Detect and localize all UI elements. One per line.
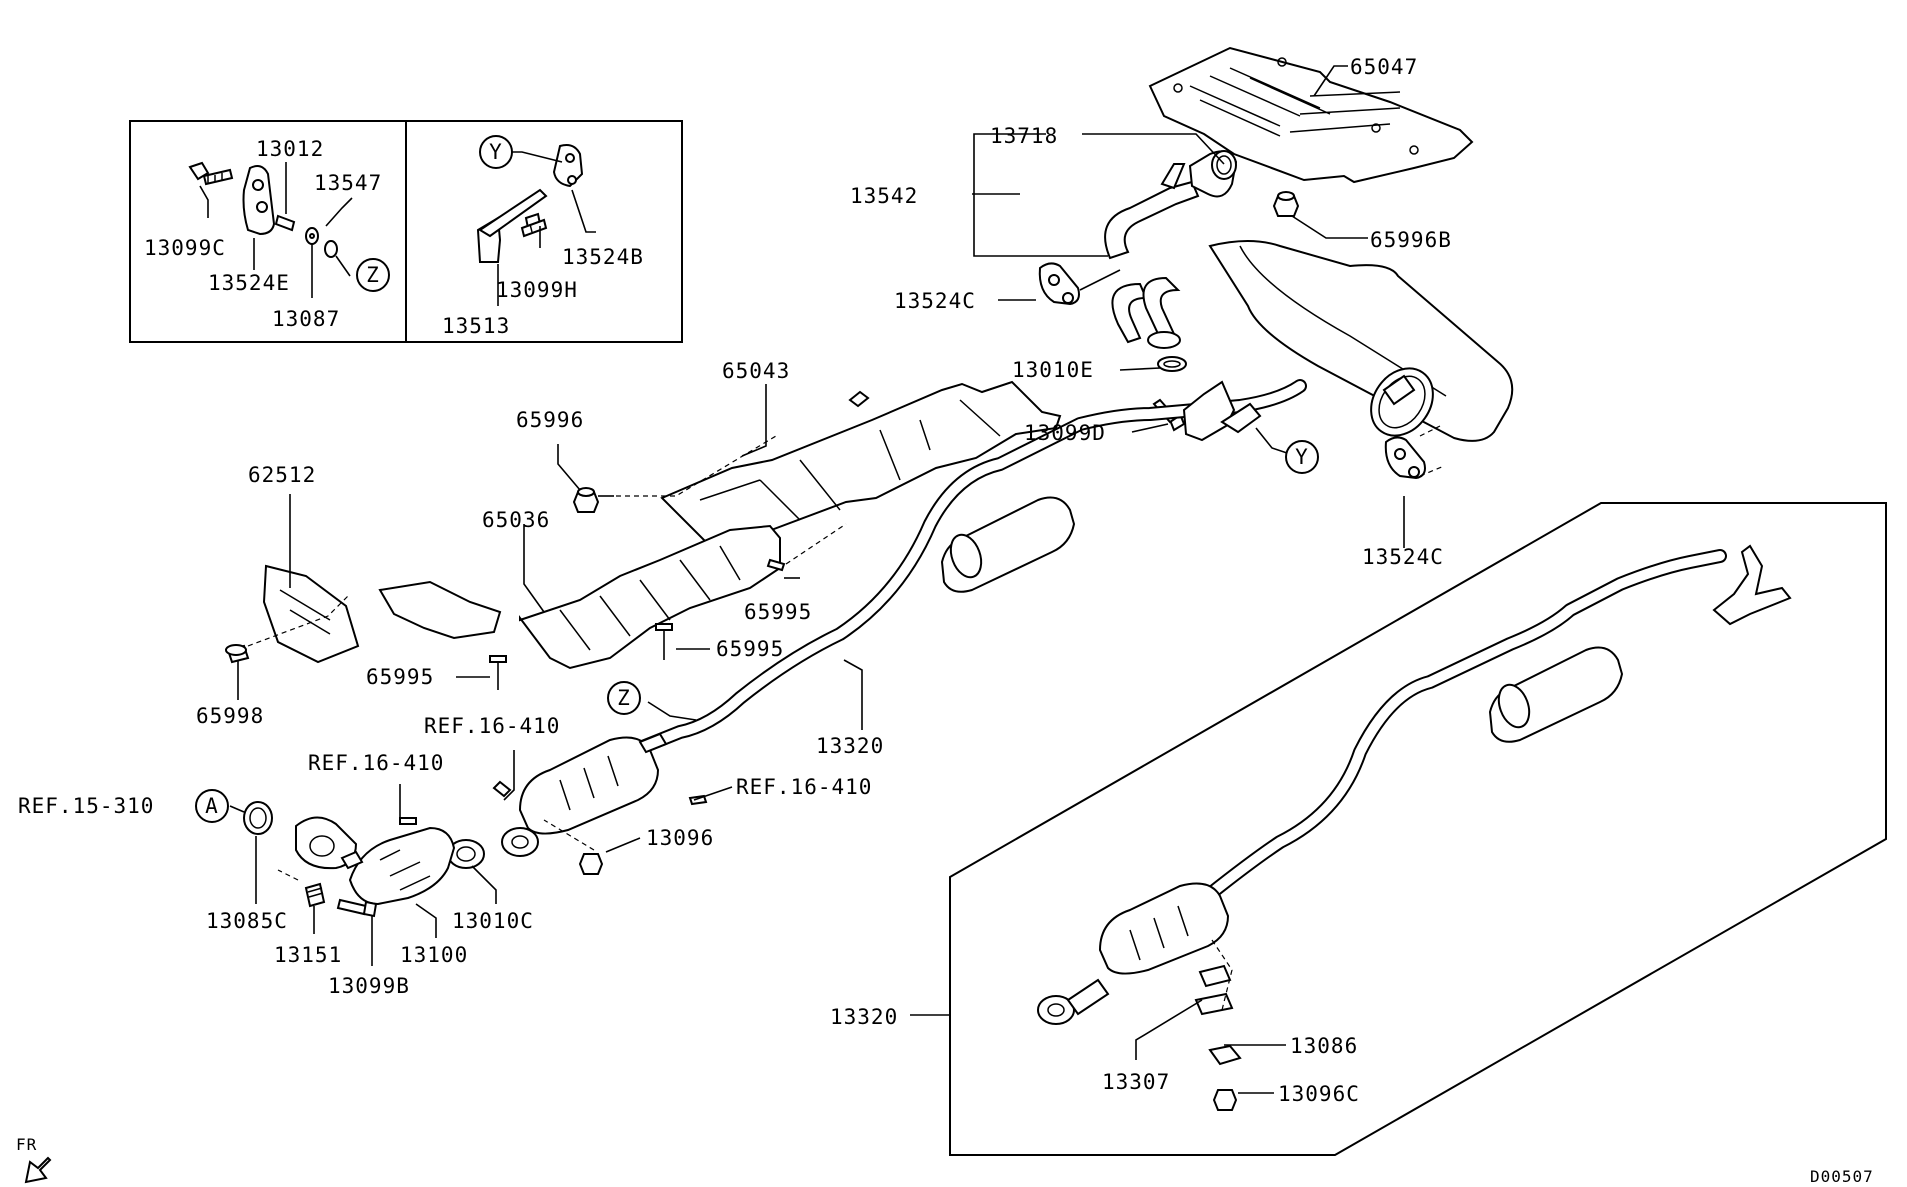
label-13099c: 13099C — [144, 236, 226, 260]
marker-a-text: A — [205, 794, 219, 818]
front-catalyst — [501, 732, 668, 857]
label-ref-15-310: REF.15-310 — [18, 794, 154, 818]
marker-z-inset-text: Z — [366, 263, 380, 287]
label-65995-right: 65995 — [744, 600, 812, 624]
label-ref-16-410-left: REF.16-410 — [308, 751, 444, 775]
label-65047: 65047 — [1350, 55, 1418, 79]
part-labels: 65047 13718 13542 65996B 13524C 13010E 1… — [18, 55, 1452, 1106]
nut-13096 — [578, 853, 604, 875]
label-13100: 13100 — [400, 943, 468, 967]
marker-a: A — [195, 789, 229, 823]
label-ref-16-410-right: REF.16-410 — [736, 775, 872, 799]
label-13547: 13547 — [314, 171, 382, 195]
drawing-code: D00507 — [1810, 1167, 1874, 1186]
label-13524c-upper: 13524C — [894, 289, 976, 313]
label-13151: 13151 — [274, 943, 342, 967]
marker-z-inset: Z — [356, 258, 390, 292]
label-62512: 62512 — [248, 463, 316, 487]
label-13524e: 13524E — [208, 271, 290, 295]
label-13096c: 13096C — [1278, 1082, 1360, 1106]
heat-protector-65036 — [378, 524, 781, 670]
hanger-13524c-lower — [1384, 436, 1426, 480]
label-13320-main: 13320 — [816, 734, 884, 758]
label-13087: 13087 — [272, 307, 340, 331]
leader-lines — [196, 65, 1445, 1094]
label-13513: 13513 — [442, 314, 510, 338]
main-muffler-13542 — [1104, 150, 1514, 442]
label-13010c: 13010C — [452, 909, 534, 933]
marker-y-main-text: Y — [1295, 445, 1309, 469]
front-arrow-icon — [24, 1156, 52, 1184]
label-13096: 13096 — [646, 826, 714, 850]
label-13099d: 13099D — [1024, 421, 1106, 445]
center-pipe-13320 — [633, 379, 1307, 755]
label-13099b: 13099B — [328, 974, 410, 998]
inset-right-parts — [476, 144, 584, 263]
clip-65996 — [572, 487, 600, 513]
bolts-65995 — [489, 558, 786, 690]
marker-z-main-text: Z — [617, 686, 631, 710]
label-13010e: 13010E — [1012, 358, 1094, 382]
manifold-catalyst-13100 — [295, 816, 456, 906]
label-13718: 13718 — [990, 124, 1058, 148]
heat-protector-62512 — [262, 564, 360, 664]
nut-65996b — [1272, 191, 1300, 217]
heat-protector-65043 — [660, 380, 1062, 554]
label-13086: 13086 — [1290, 1034, 1358, 1058]
gasket-13085c — [243, 801, 273, 835]
label-13320-alt: 13320 — [830, 1005, 898, 1029]
label-ref-16-410-upper: REF.16-410 — [424, 714, 560, 738]
front-direction-indicator: FR — [16, 1135, 52, 1184]
inset-box — [129, 120, 683, 343]
heat-protector-65047 — [1148, 46, 1474, 184]
front-direction-text: FR — [16, 1135, 37, 1154]
bolt-65998 — [225, 644, 250, 664]
label-65996b: 65996B — [1370, 228, 1452, 252]
label-13085c: 13085C — [206, 909, 288, 933]
alt-center-pipe-frame — [949, 502, 1887, 1156]
label-65036: 65036 — [482, 508, 550, 532]
spring-13151 — [304, 882, 326, 908]
label-65996: 65996 — [516, 408, 584, 432]
gasket-13010e — [1157, 356, 1187, 372]
label-13307: 13307 — [1102, 1070, 1170, 1094]
label-65995-left: 65995 — [366, 665, 434, 689]
marker-y-inset: Y — [479, 135, 513, 169]
label-13099h: 13099H — [496, 278, 578, 302]
label-65998: 65998 — [196, 704, 264, 728]
alt-center-pipe-13320 — [1037, 544, 1792, 1111]
hanger-13524c-upper — [1038, 262, 1080, 306]
label-13524c-lower: 13524C — [1362, 545, 1444, 569]
label-13524b: 13524B — [562, 245, 644, 269]
label-65995-lower: 65995 — [716, 637, 784, 661]
marker-z-main: Z — [607, 681, 641, 715]
label-13542: 13542 — [850, 184, 918, 208]
marker-y-main: Y — [1285, 440, 1319, 474]
label-13012: 13012 — [256, 137, 324, 161]
label-65043: 65043 — [722, 359, 790, 383]
marker-y-inset-text: Y — [489, 140, 503, 164]
bolt-13099b — [336, 898, 378, 918]
inset-left-parts — [188, 161, 338, 258]
